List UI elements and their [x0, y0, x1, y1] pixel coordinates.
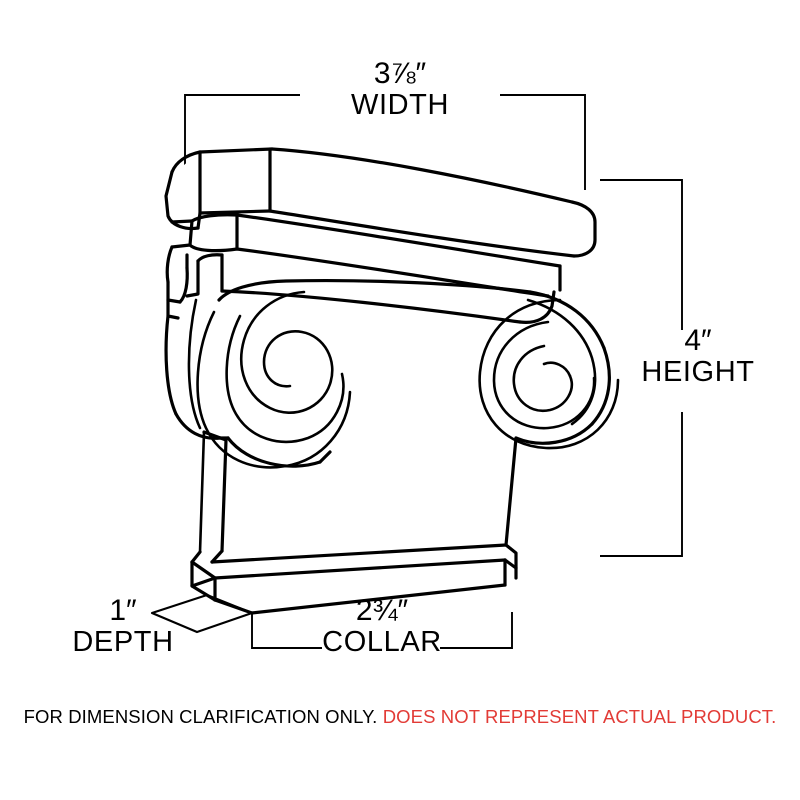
depth-dimension-label: 1″ DEPTH — [48, 595, 198, 658]
height-value: 4″ — [684, 324, 712, 357]
disclaimer-primary: FOR DIMENSION CLARIFICATION ONLY. — [23, 706, 378, 727]
collar-name: COLLAR — [322, 625, 442, 658]
abacus-left-return-mouldings — [165, 245, 200, 320]
height-dimension-line — [600, 179, 683, 557]
collar-base-plinth — [190, 543, 518, 615]
width-dimension-label: 3⅞″ WIDTH — [290, 58, 510, 121]
depth-value: 1″ — [109, 594, 137, 627]
disclaimer-warning: DOES NOT REPRESENT ACTUAL PRODUCT. — [382, 706, 777, 727]
width-name: WIDTH — [350, 88, 450, 121]
right-volute-spiral — [478, 298, 620, 450]
collar-dimension-label: 2¾″ COLLAR — [282, 595, 482, 658]
depth-name: DEPTH — [72, 625, 174, 658]
height-dimension-label: 4″ HEIGHT — [608, 325, 788, 388]
width-value: 3⅞″ — [373, 57, 427, 90]
abacus-lower-band — [196, 253, 556, 324]
disclaimer-text: FOR DIMENSION CLARIFICATION ONLY. DOES N… — [0, 706, 800, 728]
left-volute-spiral — [196, 290, 352, 469]
abacus-top-slab — [164, 147, 597, 258]
column-shaft-neck — [198, 430, 518, 554]
capital-silhouette-fill — [168, 150, 612, 590]
height-name: HEIGHT — [641, 355, 755, 388]
collar-value: 2¾″ — [355, 594, 409, 627]
collar-dimension-line — [251, 612, 513, 649]
